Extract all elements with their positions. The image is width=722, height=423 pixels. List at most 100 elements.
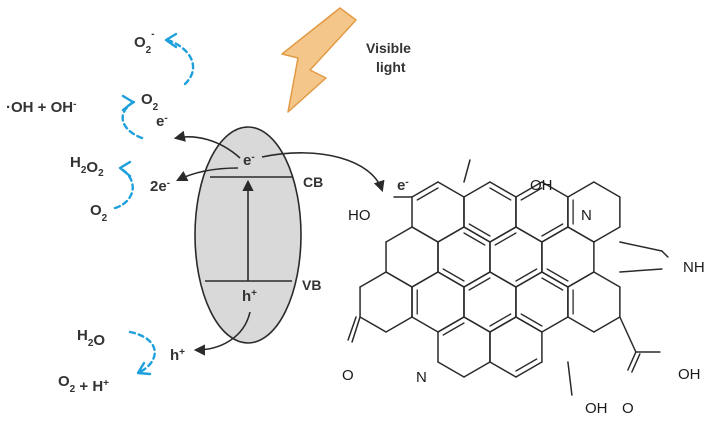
molecule-bond (627, 351, 637, 371)
h2o-label: H2O (77, 327, 105, 349)
molecule-bond (442, 268, 465, 282)
molecule-bond (619, 268, 663, 273)
to-h2o2-arrow (113, 160, 134, 210)
molecule-bond (631, 353, 641, 373)
molecule-bond (593, 226, 621, 243)
molecule-bond (351, 316, 361, 343)
molecule-bond (463, 232, 486, 246)
molecule-bond (515, 271, 543, 288)
molecule-bond (489, 271, 517, 288)
mol-nh: NH (683, 259, 705, 276)
light-arrow-icon (281, 7, 357, 113)
mol-oh-bottom: OH (585, 400, 608, 417)
mol-n-top: N (581, 207, 592, 224)
o2-bottom-label: O2 (90, 202, 108, 224)
o2-mid-label: O2 (141, 91, 159, 113)
molecule-bond (347, 316, 357, 341)
molecule-bond (541, 277, 564, 291)
molecule-bond (385, 271, 413, 288)
molecule-bond (463, 226, 491, 243)
transfer-electron-label: e- (397, 177, 409, 195)
molecule-bond (385, 316, 413, 333)
molecule-bond (515, 268, 538, 282)
vb-hole: h+ (242, 288, 257, 306)
hydroxyl-label: ·OH + OH- (6, 99, 76, 117)
molecule-bond (411, 226, 439, 243)
electron-label: e- (156, 113, 168, 131)
molecule-bond (437, 226, 465, 243)
molecule-bond (411, 271, 439, 288)
electron-to-molecule-arrow (261, 152, 385, 193)
mol-o-ketone: O (342, 367, 354, 384)
molecule-bond (593, 181, 621, 198)
two-electron-label: 2e- (150, 178, 170, 196)
molecule-bond (359, 316, 387, 333)
molecule-bond (463, 271, 491, 288)
molecule-bond (359, 271, 387, 288)
molecule-bond (489, 187, 512, 201)
electron-to-o2-arrow (173, 130, 241, 159)
molecule-bond (411, 181, 439, 198)
h2o2-label: H2O2 (70, 154, 104, 179)
molecule-bond (463, 316, 491, 333)
molecule-bond (463, 159, 471, 183)
molecule-bond (567, 361, 573, 396)
vb-label: VB (302, 277, 321, 293)
oxidation-products-label: O2 + H+ (58, 373, 109, 395)
molecule-bond (489, 361, 517, 378)
molecule-bond (437, 271, 465, 288)
cb-electron: e- (243, 152, 255, 170)
molecule-bond (567, 316, 595, 333)
molecule-bond (411, 316, 439, 333)
molecule-bond (567, 181, 595, 198)
mol-ho-left: HO (348, 207, 371, 224)
cb-label: CB (303, 174, 323, 190)
molecule-bond (489, 313, 512, 327)
mol-oh-top: OH (530, 177, 553, 194)
molecule-bond (437, 181, 465, 198)
mol-n-bottom: N (416, 369, 427, 386)
molecule-bond (619, 241, 663, 252)
molecule-bond (546, 268, 569, 282)
molecule-bond (489, 181, 517, 198)
molecule-bond (541, 316, 569, 333)
molecule-bond (463, 361, 491, 378)
two-electron-arrow (175, 167, 239, 182)
molecule-bond (416, 187, 439, 201)
hole-label: h+ (170, 347, 185, 365)
o2-radical-label: O2- (134, 29, 155, 56)
light-label-line2: light (376, 59, 406, 75)
molecule-bond (567, 226, 595, 243)
molecule-bond (385, 226, 413, 243)
molecule-bond (541, 271, 569, 288)
molecule-bond (593, 316, 621, 333)
molecule-bond (489, 226, 517, 243)
light-label-line1: Visible (366, 40, 411, 56)
hole-transfer-arrow (193, 311, 251, 356)
molecule-bond (437, 316, 465, 333)
molecule-structure (347, 159, 669, 396)
molecule-bond (661, 250, 669, 258)
molecule-bond (541, 181, 569, 198)
molecule-bond (567, 271, 595, 288)
molecule-bond (515, 226, 543, 243)
molecule-bond (515, 358, 538, 372)
molecule-bond (541, 223, 564, 237)
molecule-bond (489, 316, 517, 333)
h2o-oxidation-arrow (128, 330, 156, 376)
molecule-bond (520, 313, 543, 327)
molecule-bond (442, 322, 465, 336)
molecule-bond (593, 271, 621, 288)
molecule-bond (468, 277, 491, 291)
molecule-bond (468, 223, 491, 237)
molecule-bond (541, 226, 569, 243)
molecule-bond (515, 316, 543, 333)
molecule-bond (515, 361, 543, 378)
molecule-bond (520, 187, 543, 201)
molecule-bond (494, 232, 517, 246)
molecule-bond (463, 181, 491, 198)
mol-o-acid: O (622, 400, 634, 417)
molecule-bond (619, 316, 637, 353)
